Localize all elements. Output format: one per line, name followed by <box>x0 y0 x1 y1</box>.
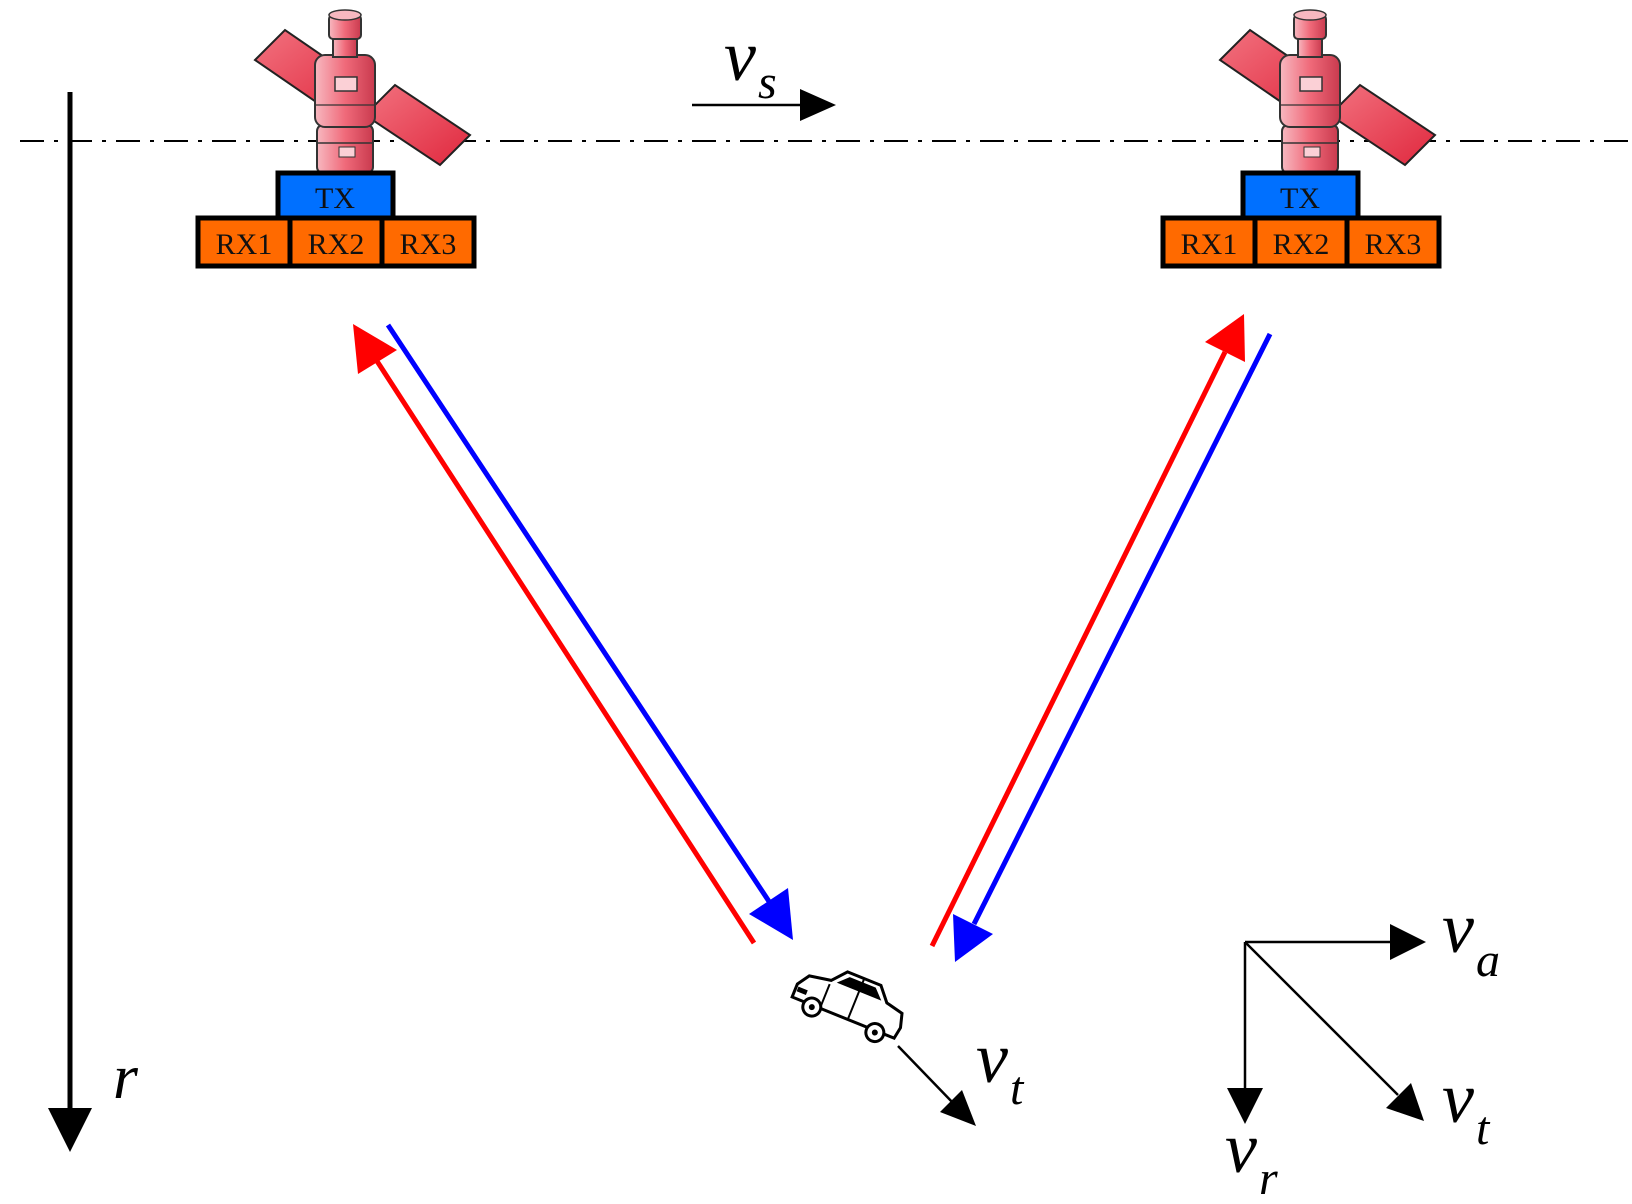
radial-velocity-label: vr <box>1225 1108 1278 1204</box>
left-uplink-arrow <box>353 324 757 945</box>
rx-box-3 <box>1344 215 1442 269</box>
satellite-icon <box>254 9 471 190</box>
velocity-decomposition <box>1227 924 1426 1124</box>
satellite-2: TX RX1 RX2 RX3 <box>1160 9 1442 269</box>
satellite-velocity-arrow <box>692 89 836 121</box>
tx-label: TX <box>1280 182 1320 215</box>
rx-box-2 <box>1252 215 1350 269</box>
azimuth-velocity-label: va <box>1442 888 1500 987</box>
target-velocity-arrow <box>897 1045 976 1126</box>
left-downlink-arrow <box>385 323 793 940</box>
right-downlink-arrow <box>953 332 1273 962</box>
car-icon <box>790 970 904 1044</box>
tx-label: TX <box>315 182 355 215</box>
rx-label-2: RX2 <box>308 228 365 261</box>
rx-label-3: RX3 <box>400 228 457 261</box>
satellite-1: TX RX1 RX2 RX3 <box>195 9 477 269</box>
range-axis <box>48 92 92 1152</box>
rx-label-3: RX3 <box>1365 228 1422 261</box>
rx-label-1: RX1 <box>1181 228 1238 261</box>
satellite-velocity-label: vs <box>724 16 777 109</box>
azimuth-velocity-arrow <box>1245 924 1426 960</box>
rx-label-1: RX1 <box>216 228 273 261</box>
rx-box-3 <box>379 215 477 269</box>
target-velocity-label: vt <box>976 1018 1025 1115</box>
range-axis-label: r <box>113 1041 139 1112</box>
tx-box <box>275 170 396 221</box>
radial-velocity-arrow <box>1227 942 1263 1124</box>
total-velocity-arrow <box>1244 941 1424 1121</box>
satellite-icon <box>1219 9 1436 190</box>
right-uplink-arrow <box>929 314 1245 948</box>
total-velocity-label: vt <box>1442 1058 1491 1155</box>
rx-box-2 <box>287 215 385 269</box>
rx-label-2: RX2 <box>1273 228 1330 261</box>
